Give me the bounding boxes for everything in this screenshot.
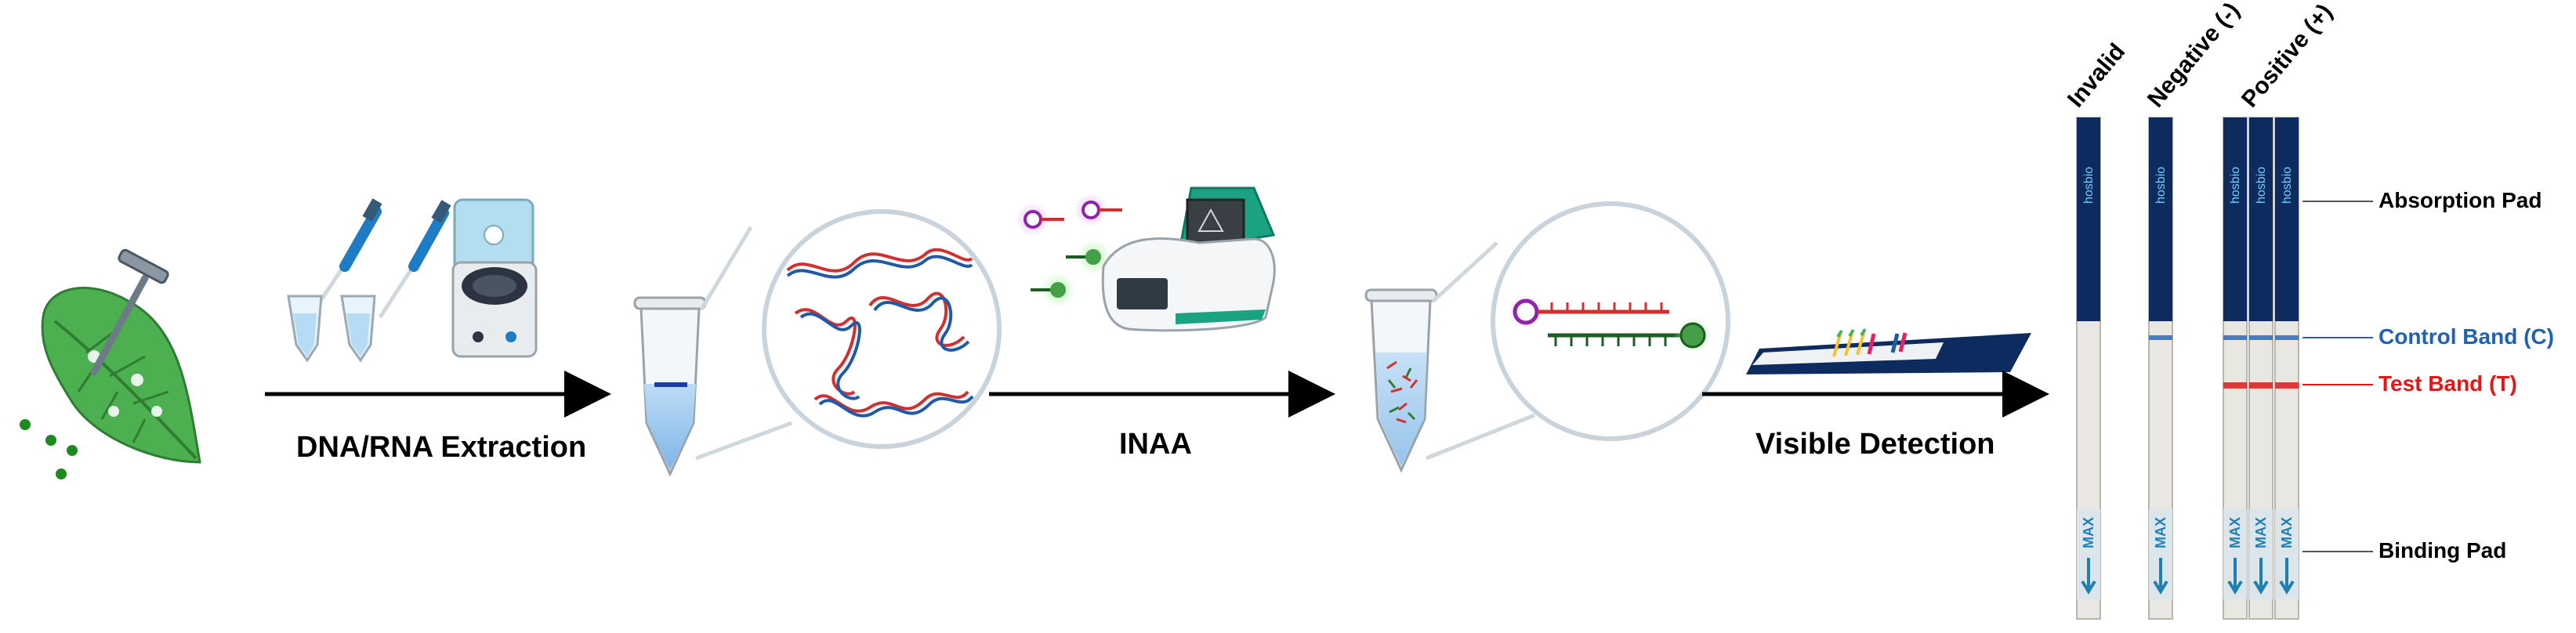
absorption-pad (2077, 118, 2100, 321)
control-band (2275, 335, 2299, 340)
flow-arrow-icon (2279, 558, 2295, 595)
inaa-step-label: INAA (1119, 428, 1192, 461)
strip-max-text: MAX (2253, 517, 2269, 548)
probe-zoom-circle (1491, 201, 1730, 441)
strip-brand-text: hosbio (2154, 167, 2168, 204)
probe-reagents-icon (1016, 193, 1122, 307)
flow-arrow-icon (2227, 558, 2243, 595)
control-band-callout: Control Band (C) (2379, 324, 2554, 349)
hammer-icon (90, 248, 169, 376)
strip-brand-text: hosbio (2229, 167, 2242, 204)
absorption-pad (2275, 118, 2299, 321)
tube-amplified-icon (1364, 288, 1438, 473)
test-band (2223, 382, 2247, 389)
test-band (2275, 382, 2299, 389)
binding-pad-callout: Binding Pad (2379, 538, 2507, 562)
strip-max-text: MAX (2081, 517, 2096, 548)
zoom-lines-2 (1426, 241, 1535, 461)
absorption-pad (2223, 118, 2247, 321)
test-band (2249, 382, 2273, 389)
strip-max-text: MAX (2279, 517, 2295, 548)
control-band (2223, 335, 2247, 340)
leaf-sample-icon (20, 287, 201, 479)
test-band-callout: Test Band (T) (2379, 371, 2517, 396)
test-strips: hosbioMAXhosbioMAXhosbioMAXhosbioMAXhosb… (2076, 117, 2299, 620)
microtubes-icon (287, 295, 376, 363)
strip-brand-text: hosbio (2281, 167, 2294, 204)
flow-arrow-icon (2081, 558, 2096, 595)
absorption-pad (2249, 118, 2273, 321)
detection-step-label: Visible Detection (1755, 428, 1995, 461)
strip-max-text: MAX (2153, 517, 2168, 548)
flow-arrow-icon (2153, 558, 2168, 595)
control-band (2149, 335, 2172, 340)
strip-brand-text: hosbio (2255, 167, 2268, 204)
zoom-lines-1 (695, 226, 792, 461)
centrifuge-icon (451, 198, 538, 358)
pipettes-icon (307, 198, 451, 319)
dna-zoom-circle (762, 209, 1002, 449)
absorption-pad-callout: Absorption Pad (2379, 188, 2542, 212)
thermocycler-icon (1101, 186, 1276, 332)
absorption-pad (2149, 118, 2172, 321)
strip-brand-text: hosbio (2082, 167, 2096, 204)
extraction-step-label: DNA/RNA Extraction (296, 431, 587, 464)
lateral-flow-cassette-icon (1746, 327, 2031, 374)
strip-max-text: MAX (2227, 517, 2243, 548)
control-band (2249, 335, 2273, 340)
flow-arrow-icon (2253, 558, 2269, 595)
tube-extracted-icon (633, 296, 707, 477)
